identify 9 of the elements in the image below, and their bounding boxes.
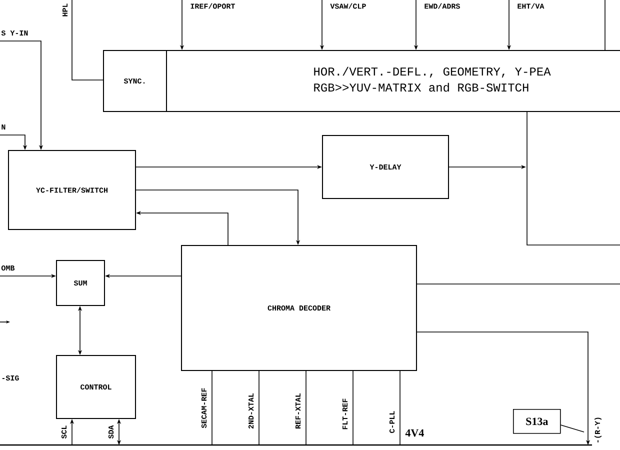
signal-line bbox=[604, 0, 606, 50]
signal-line bbox=[526, 112, 620, 246]
signal-line bbox=[72, 0, 104, 80]
callout-box: S13a bbox=[513, 409, 561, 434]
pin-label: 4V4 bbox=[405, 429, 424, 437]
function-block: HOR./VERT.-DEFL., GEOMETRY, Y-PEA RGB>>YUV-MATRIX and RGB-SWITCH bbox=[166, 50, 620, 112]
signal-line bbox=[258, 370, 260, 446]
leader-line bbox=[560, 424, 584, 432]
signal-line bbox=[352, 370, 354, 446]
